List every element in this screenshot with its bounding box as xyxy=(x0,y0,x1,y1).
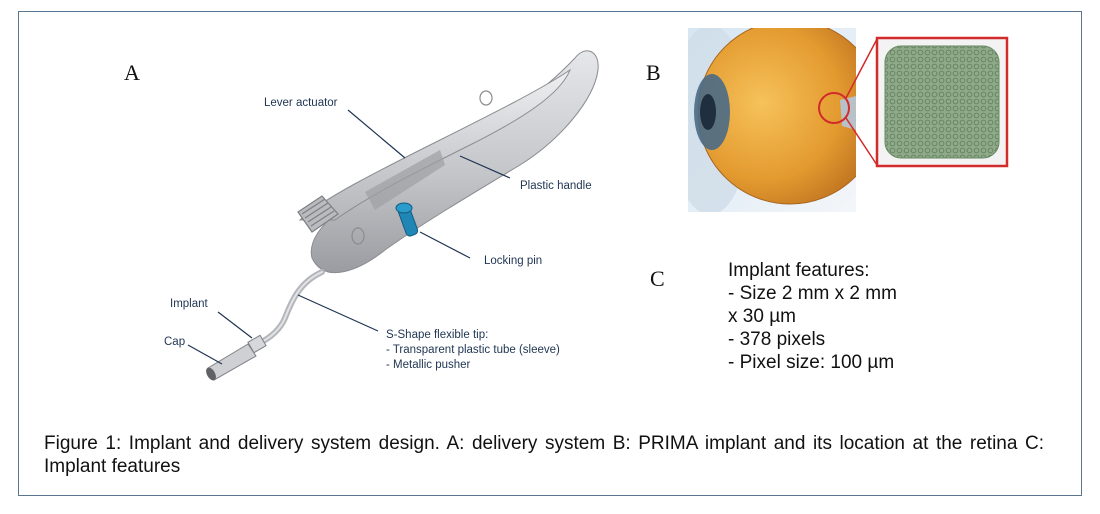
callout-lines xyxy=(187,109,511,365)
tip-title: S-Shape flexible tip: xyxy=(386,329,489,341)
feature-item: - 378 pixels xyxy=(728,329,826,350)
label-cap: Cap xyxy=(164,336,186,348)
implant-marker xyxy=(247,334,267,354)
implant-chip xyxy=(884,45,1000,159)
panel-label-a: A xyxy=(124,60,140,85)
tip-line-1: - Transparent plastic tube (sleeve) xyxy=(386,344,560,356)
label-implant: Implant xyxy=(170,298,208,310)
locking-pin-shape xyxy=(395,202,419,237)
feature-item: - Pixel size: 100 µm xyxy=(728,352,895,373)
figure-caption: Figure 1: Implant and delivery system de… xyxy=(44,433,1044,477)
features-title: Implant features: xyxy=(728,260,870,281)
tip-line-2: - Metallic pusher xyxy=(386,359,471,371)
label-lever-actuator: Lever actuator xyxy=(264,97,338,109)
feature-item: x 30 µm xyxy=(728,306,796,327)
lever-grip xyxy=(297,195,339,233)
panel-label-c: C xyxy=(650,266,665,291)
label-s-shape-tip: S-Shape flexible tip: - Transparent plas… xyxy=(386,328,560,373)
implant-features-list: Implant features: - Size 2 mm x 2 mm x 3… xyxy=(728,259,897,374)
label-plastic-handle: Plastic handle xyxy=(520,180,592,192)
panel-label-b: B xyxy=(646,60,661,85)
implant-location-marker xyxy=(818,92,850,124)
feature-item: - Size 2 mm x 2 mm xyxy=(728,283,897,304)
figure-frame xyxy=(18,11,1082,496)
label-locking-pin: Locking pin xyxy=(484,255,543,267)
